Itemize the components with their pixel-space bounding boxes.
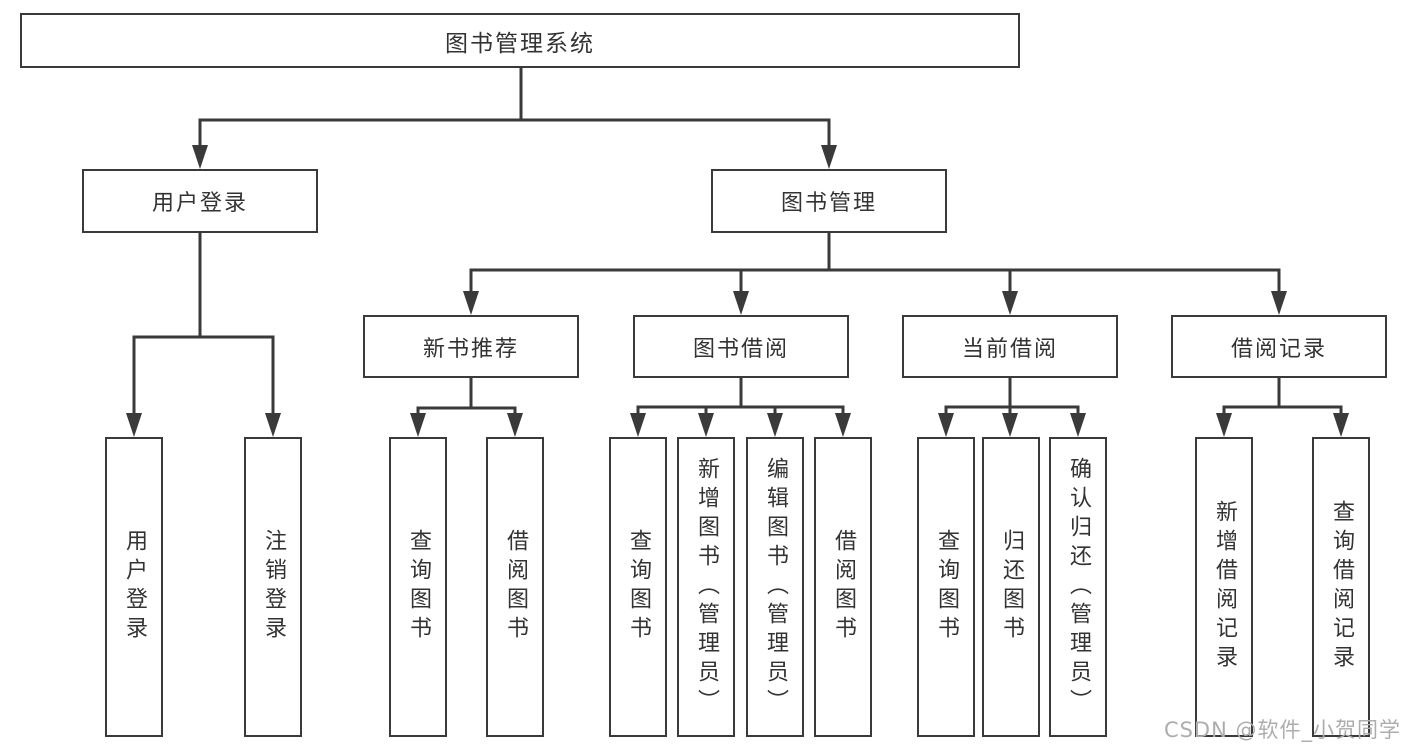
leaf-borrow-query-book: 查询图书 bbox=[609, 437, 667, 737]
leaf-record-query-label: 查询借阅记录 bbox=[1329, 500, 1354, 674]
leaf-current-query-book: 查询图书 bbox=[917, 437, 975, 737]
node-book-management: 图书管理 bbox=[711, 169, 947, 233]
leaf-record-add-label: 新增借阅记录 bbox=[1212, 500, 1237, 674]
node-current-borrow-label: 当前借阅 bbox=[961, 336, 1058, 362]
leaf-user-login: 用户登录 bbox=[105, 437, 163, 737]
leaf-borrow-add-book: 新增图书（管理员） bbox=[677, 437, 735, 737]
node-current-borrow: 当前借阅 bbox=[902, 315, 1118, 378]
node-new-book-recommend: 新书推荐 bbox=[363, 315, 579, 378]
edge-root-to-level2 bbox=[192, 68, 837, 169]
leaf-borrow-borrow-book-label: 借阅图书 bbox=[831, 529, 856, 645]
leaf-current-confirm-return-label: 确认归还（管理员） bbox=[1066, 456, 1091, 718]
edge-user-login-to-leaves bbox=[126, 233, 281, 437]
leaf-current-query-book-label: 查询图书 bbox=[934, 529, 959, 645]
edge-book-management-to-level3 bbox=[463, 233, 1287, 315]
leaf-recommend-borrow-book-label: 借阅图书 bbox=[503, 529, 528, 645]
leaf-borrow-borrow-book: 借阅图书 bbox=[814, 437, 872, 737]
leaf-borrow-add-book-label: 新增图书（管理员） bbox=[694, 456, 719, 718]
node-book-borrow: 图书借阅 bbox=[633, 315, 849, 378]
node-book-borrow-label: 图书借阅 bbox=[692, 336, 789, 362]
leaf-current-return-book-label: 归还图书 bbox=[999, 529, 1024, 645]
watermark: CSDN @软件_小贺同学 bbox=[1163, 718, 1401, 742]
leaf-user-login-label: 用户登录 bbox=[122, 529, 147, 645]
node-book-management-label: 图书管理 bbox=[780, 191, 877, 216]
leaf-logout: 注销登录 bbox=[244, 437, 302, 737]
leaf-borrow-edit-book: 编辑图书（管理员） bbox=[746, 437, 804, 737]
edge-current-borrow-to-leaves bbox=[938, 378, 1086, 437]
leaf-recommend-query-book: 查询图书 bbox=[389, 437, 447, 737]
node-root: 图书管理系统 bbox=[20, 13, 1020, 68]
leaf-borrow-edit-book-label: 编辑图书（管理员） bbox=[763, 456, 788, 718]
node-user-login-label: 用户登录 bbox=[151, 191, 248, 216]
node-borrow-record: 借阅记录 bbox=[1171, 315, 1387, 378]
leaf-borrow-query-book-label: 查询图书 bbox=[626, 529, 651, 645]
edge-new-book-recommend-to-leaves bbox=[410, 378, 523, 437]
node-borrow-record-label: 借阅记录 bbox=[1230, 336, 1327, 362]
leaf-current-confirm-return: 确认归还（管理员） bbox=[1049, 437, 1107, 737]
leaf-current-return-book: 归还图书 bbox=[982, 437, 1040, 737]
leaf-logout-label: 注销登录 bbox=[261, 529, 286, 645]
edge-borrow-record-to-leaves bbox=[1216, 378, 1349, 437]
leaf-recommend-borrow-book: 借阅图书 bbox=[486, 437, 544, 737]
node-root-label: 图书管理系统 bbox=[445, 30, 595, 57]
edge-book-borrow-to-leaves bbox=[630, 378, 851, 437]
node-user-login: 用户登录 bbox=[82, 169, 318, 233]
leaf-record-add: 新增借阅记录 bbox=[1195, 437, 1253, 737]
node-new-book-recommend-label: 新书推荐 bbox=[422, 336, 519, 362]
leaf-recommend-query-book-label: 查询图书 bbox=[406, 529, 431, 645]
leaf-record-query: 查询借阅记录 bbox=[1312, 437, 1370, 737]
